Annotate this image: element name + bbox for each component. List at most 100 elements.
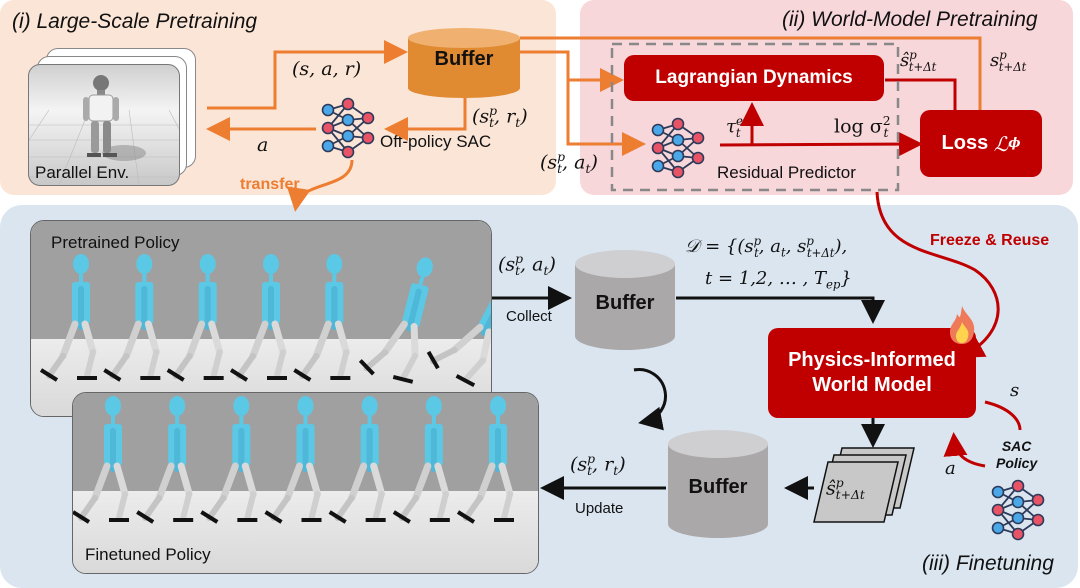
robot-figure (358, 257, 433, 384)
edge-label-state: s (1010, 380, 1020, 401)
robot-figure (264, 396, 322, 524)
edge-buffer-to-world-model (520, 50, 624, 92)
network-node (1011, 495, 1025, 509)
edge-label-state-reward: (spt, rt) (472, 104, 528, 131)
robot-figure (229, 254, 287, 382)
network-node (651, 141, 665, 155)
env-render: Parallel Env. (28, 64, 180, 186)
edge-buffer-to-residual (566, 80, 646, 156)
humanoid-robot-icon (29, 75, 179, 185)
edge-residual-to-loss (719, 132, 923, 157)
panel-title-world-model: (ii) World-Model Pretraining (782, 8, 1038, 31)
edge-world-model-to-sac (984, 400, 1022, 431)
edge-buffer-to-loss (520, 36, 992, 140)
sac-policy-network-icon (988, 478, 1050, 541)
residual-network-icon (648, 116, 710, 179)
world-model-dashed-group (610, 42, 900, 192)
network-node (1011, 511, 1025, 525)
network-node (1011, 479, 1025, 493)
robot-figure (39, 254, 97, 382)
collect-label: Collect (506, 308, 552, 325)
network-node (341, 97, 355, 111)
edge-label-log-variance: log σ2t (834, 114, 891, 141)
robot-figure (166, 254, 224, 382)
world-model-label-line2: World Model (812, 374, 932, 396)
edge-label-torque: τet (726, 114, 743, 140)
network-node (671, 165, 685, 179)
update-buffer: Buffer (668, 430, 768, 540)
freeze-reuse-arrow (875, 191, 1000, 358)
network-node (691, 131, 705, 145)
imagined-states-stack: ŝpt+Δt (813, 446, 915, 526)
network-node (321, 139, 335, 153)
collect-buffer: Buffer (575, 250, 675, 350)
network-node (341, 129, 355, 143)
edge-label-action: a (257, 134, 269, 156)
robot-figure (426, 289, 491, 388)
lagrangian-dynamics-block: Lagrangian Dynamics (624, 55, 884, 101)
world-model-label-line1: Physics-Informed (788, 349, 956, 371)
network-node (321, 103, 335, 117)
network-node (671, 133, 685, 147)
edge-label-true-state: spt+Δt (990, 48, 1027, 74)
update-label: Update (575, 500, 624, 517)
edge-sac-to-world-model (943, 432, 986, 468)
robot-figure (103, 254, 161, 382)
pretrained-policy-scene: Pretrained Policy (30, 220, 492, 417)
loop-arrow (633, 368, 667, 431)
edge-label-predicted-state: ŝpt+Δt (900, 48, 937, 74)
physics-informed-world-model-block: Physics-Informed World Model (768, 328, 976, 418)
env-label: Parallel Env. (35, 163, 130, 182)
buffer-label: Buffer (434, 48, 494, 70)
edge-label-action-finetune: a (945, 458, 956, 479)
residual-predictor-label: Residual Predictor (717, 163, 856, 182)
parallel-env-stack: Parallel Env. (28, 48, 198, 186)
network-node (691, 151, 705, 165)
finetuned-robot-sequence (73, 396, 514, 524)
dataset-definition: 𝒟 = {(spt, at, spt+Δt), t = 1,2, … , Tep… (685, 234, 852, 292)
panel-title-pretraining: (i) Large-Scale Pretraining (12, 10, 258, 33)
network-node (361, 131, 375, 145)
edge-env-to-buffer (207, 40, 408, 110)
robot-figure (456, 396, 514, 524)
edge-label-sar: (s, a, r) (292, 58, 362, 80)
robot-figure (136, 396, 194, 524)
network-node (991, 485, 1005, 499)
network-node (1031, 513, 1045, 527)
network-node (651, 159, 665, 173)
network-node (991, 503, 1005, 517)
network-node (671, 149, 685, 163)
network-node (341, 113, 355, 127)
robot-figure (73, 396, 129, 524)
fire-icon (946, 304, 978, 346)
transfer-arrow (286, 159, 354, 212)
robot-figure (200, 396, 258, 524)
transfer-label: transfer (240, 176, 300, 193)
network-node (1011, 527, 1025, 541)
replay-buffer-orange: Buffer (408, 28, 520, 98)
finetuned-policy-scene: Finetuned Policy (72, 392, 539, 574)
edge-label-state-action: (spt, at) (540, 150, 598, 177)
robot-figure (328, 396, 386, 524)
collect-buffer-label: Buffer (595, 292, 655, 314)
network-node (341, 145, 355, 159)
network-node (991, 521, 1005, 535)
robot-figure (392, 396, 450, 524)
network-node (651, 123, 665, 137)
network-node (321, 121, 335, 135)
freeze-reuse-label: Freeze & Reuse (930, 232, 1050, 249)
edge-label-update-data: (spt, rt) (570, 452, 626, 479)
pretrained-robot-sequence (39, 254, 491, 388)
network-node (361, 111, 375, 125)
edge-buffer-to-sac (384, 98, 467, 141)
edge-buffer-to-world-model (676, 296, 885, 324)
pretrained-policy-caption: Pretrained Policy (51, 233, 180, 252)
sac-network-icon (318, 96, 380, 159)
finetuned-policy-caption: Finetuned Policy (85, 545, 211, 564)
network-node (671, 117, 685, 131)
network-node (1031, 493, 1045, 507)
robot-figure (293, 254, 351, 382)
